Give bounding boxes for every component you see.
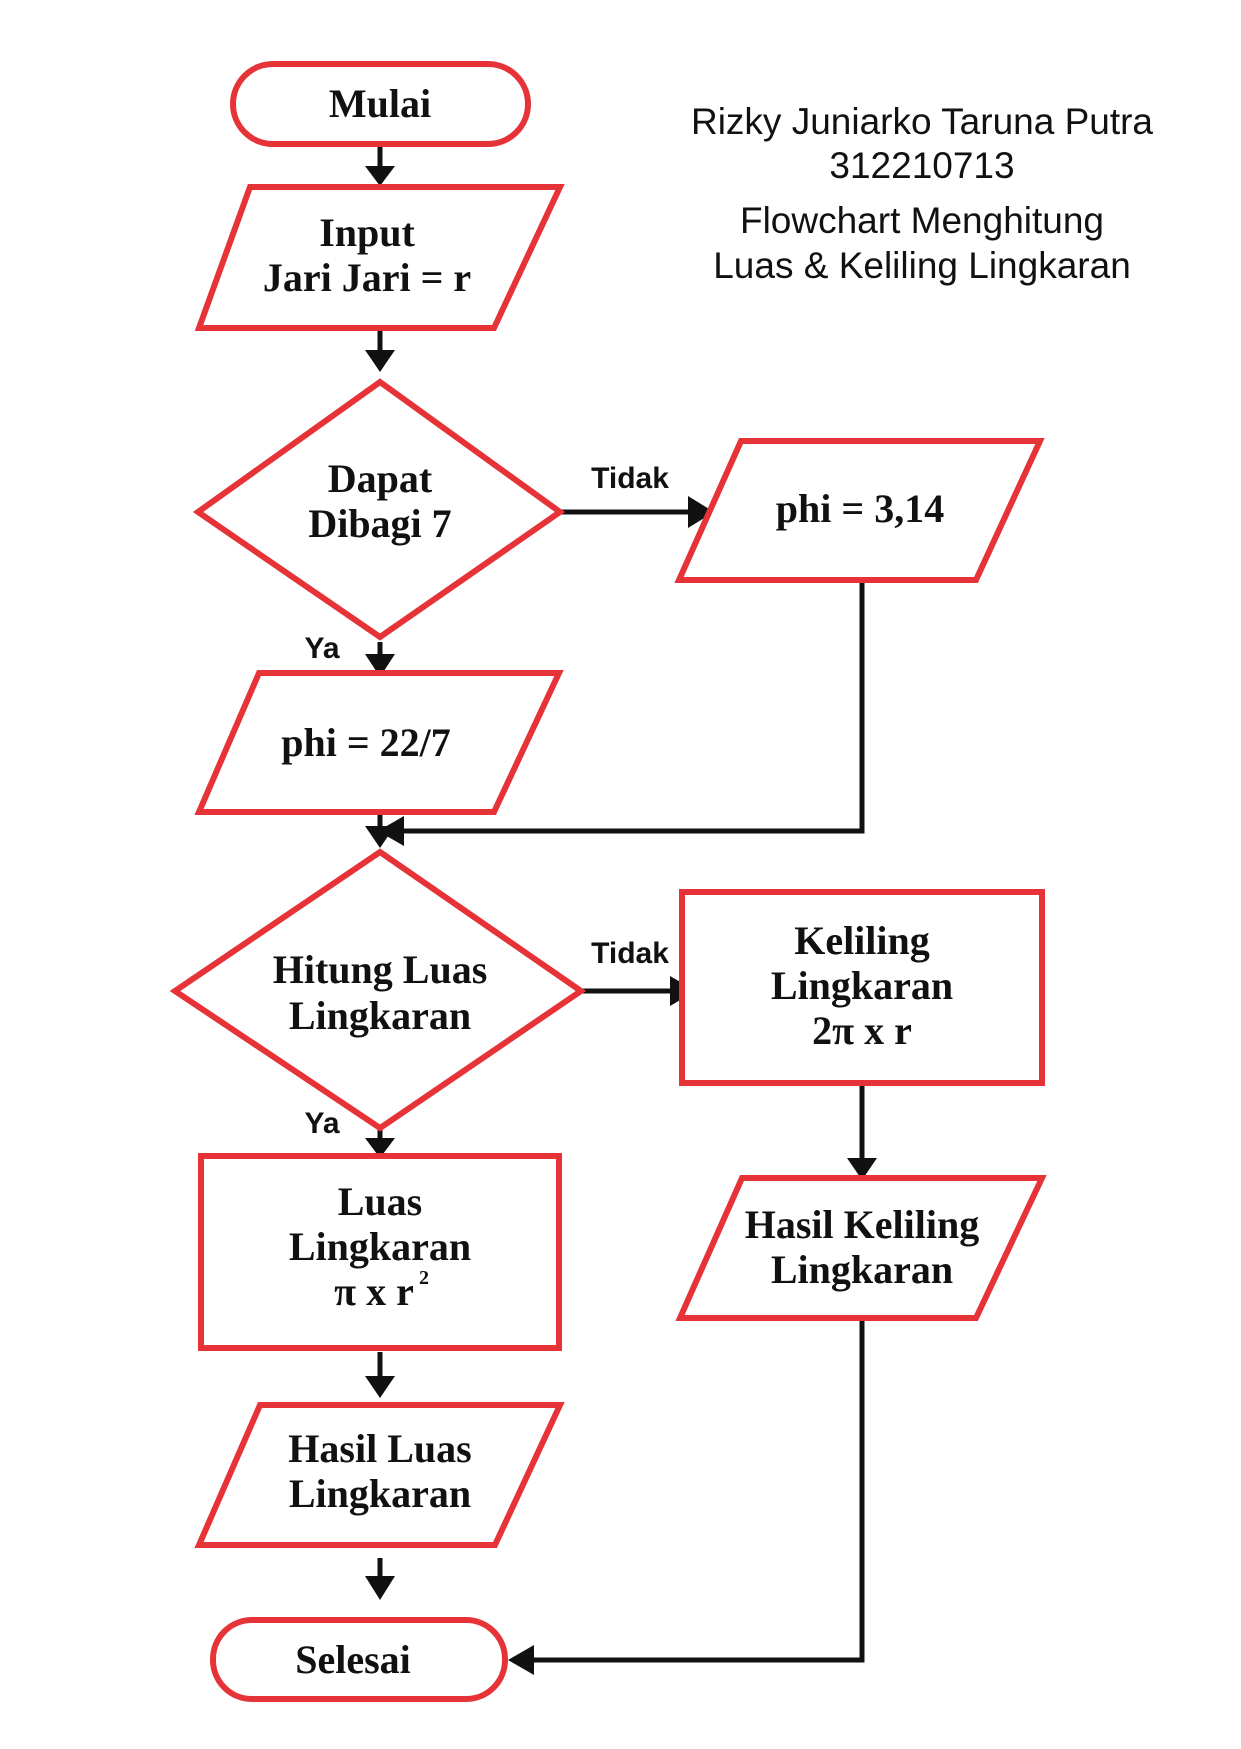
decision-divisible-by-7: Dapat Dibagi 7 <box>192 378 566 641</box>
decision2-line2: Lingkaran <box>289 993 471 1038</box>
phi-decimal-label: phi = 3,14 <box>776 486 944 531</box>
keliling-line1: Keliling <box>794 918 930 963</box>
connectors <box>365 144 877 1675</box>
arrowhead <box>365 1138 395 1158</box>
decision2-yes-label: Ya <box>304 1107 339 1140</box>
decision1-yes-label: Ya <box>304 632 339 665</box>
phi-fraction-label: phi = 22/7 <box>281 720 451 765</box>
connector-phi-decimal-merge <box>400 580 865 834</box>
connector-hasil-keliling-end <box>532 1298 865 1663</box>
chart-title-line1: Flowchart Menghitung <box>740 200 1104 241</box>
chart-title-line2: Luas & Keliling Lingkaran <box>713 245 1131 286</box>
decision-compute-area: Hitung Luas Lingkaran <box>169 848 587 1132</box>
hasil-luas-line2: Lingkaran <box>289 1471 471 1516</box>
keliling-line2: Lingkaran <box>771 963 953 1008</box>
area-output: Hasil Luas Lingkaran <box>194 1402 565 1548</box>
arrowhead <box>688 496 714 528</box>
arrowhead <box>508 1645 534 1675</box>
decision1-line1: Dapat <box>328 456 433 501</box>
decision2-no-label: Tidak <box>591 937 669 970</box>
luas-line1: Luas <box>338 1179 423 1224</box>
author-name: Rizky Juniarko Taruna Putra <box>691 101 1153 142</box>
student-id: 312210713 <box>829 145 1014 186</box>
keliling-formula: 2π x r <box>812 1008 912 1053</box>
circumference-process: Keliling Lingkaran 2π x r <box>679 889 1045 1086</box>
decision1-line2: Dibagi 7 <box>308 501 451 546</box>
hasil-keliling-line2: Lingkaran <box>771 1247 953 1292</box>
arrowhead <box>847 1158 877 1180</box>
arrowhead <box>365 1576 395 1600</box>
input-label-line2: Jari Jari = r <box>263 255 471 300</box>
start-terminator: Mulai <box>230 61 531 147</box>
end-label: Selesai <box>295 1637 411 1682</box>
arrowhead <box>365 654 395 677</box>
area-process: Luas Lingkaran π x r 2 <box>198 1153 562 1351</box>
decision1-no-label: Tidak <box>591 462 669 495</box>
arrowhead <box>365 166 395 186</box>
phi-fraction-node: phi = 22/7 <box>194 670 564 815</box>
decision2-line1: Hitung Luas <box>273 947 488 992</box>
phi-decimal-node: phi = 3,14 <box>674 438 1045 583</box>
luas-formula-exponent: 2 <box>419 1267 429 1289</box>
arrowhead <box>365 826 395 848</box>
input-label-line1: Input <box>319 210 415 255</box>
start-label: Mulai <box>329 81 431 126</box>
circumference-output: Hasil Keliling Lingkaran <box>675 1175 1047 1321</box>
input-radius-node: Input Jari Jari = r <box>194 184 565 331</box>
end-terminator: Selesai <box>210 1617 508 1702</box>
arrowhead <box>365 350 395 372</box>
arrowhead <box>365 1376 395 1398</box>
luas-formula: π x r <box>334 1269 414 1314</box>
hasil-luas-line1: Hasil Luas <box>288 1426 471 1471</box>
luas-line2: Lingkaran <box>289 1224 471 1269</box>
hasil-keliling-line1: Hasil Keliling <box>745 1202 979 1247</box>
